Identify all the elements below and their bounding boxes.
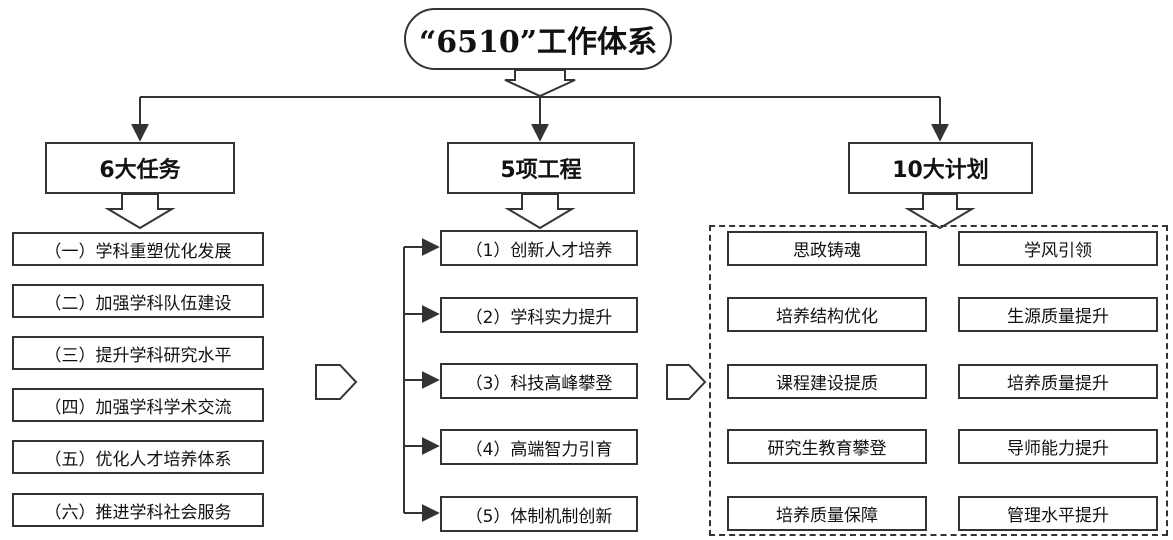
heading-projects: 5项工程 (447, 142, 635, 194)
system-title: “6510”工作体系 (404, 8, 672, 70)
plan-item: 导师能力提升 (958, 429, 1158, 464)
plan-item: 学风引领 (958, 231, 1158, 266)
right-pointer-1 (315, 364, 358, 400)
plan-item: 思政铸魂 (727, 231, 927, 266)
plan-item: 培养质量提升 (958, 364, 1158, 399)
project-item: （1）创新人才培养 (440, 230, 638, 266)
plan-item: 管理水平提升 (958, 496, 1158, 531)
project-item: （2）学科实力提升 (440, 297, 638, 333)
plan-item: 培养结构优化 (727, 297, 927, 332)
task-item: （六）推进学科社会服务 (12, 493, 264, 527)
right-pointer-2 (666, 364, 707, 400)
title-down-arrow (504, 69, 576, 98)
task-item: （三）提升学科研究水平 (12, 336, 264, 370)
plans-group (709, 225, 1168, 536)
task-item: （四）加强学科学术交流 (12, 388, 264, 422)
task-item: （五）优化人才培养体系 (12, 440, 264, 474)
plan-item: 生源质量提升 (958, 297, 1158, 332)
project-item: （5）体制机制创新 (440, 496, 638, 532)
heading3-down-arrow (904, 193, 976, 230)
project-item: （3）科技高峰攀登 (440, 363, 638, 399)
heading1-down-arrow (104, 193, 176, 230)
plan-item: 研究生教育攀登 (727, 429, 927, 464)
heading-tasks: 6大任务 (45, 142, 235, 194)
heading2-down-arrow (504, 193, 576, 230)
project-item: （4）高端智力引育 (440, 429, 638, 465)
task-item: （一）学科重塑优化发展 (12, 232, 264, 266)
plan-item: 培养质量保障 (727, 496, 927, 531)
task-item: （二）加强学科队伍建设 (12, 284, 264, 318)
plan-item: 课程建设提质 (727, 364, 927, 399)
heading-plans: 10大计划 (848, 142, 1033, 194)
